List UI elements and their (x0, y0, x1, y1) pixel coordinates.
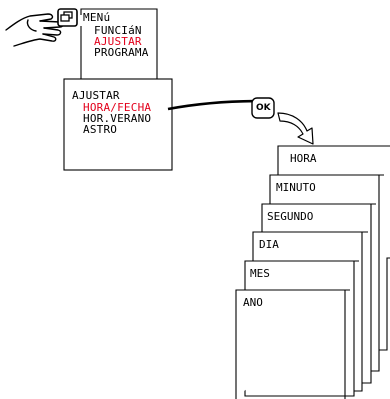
submenu-panel (63, 78, 173, 171)
submenu-item-hora-fecha[interactable]: HORA/FECHA (83, 101, 152, 114)
card-label-hora: HORA (290, 152, 317, 165)
curved-arrow-icon (277, 112, 314, 145)
menu-item-programa[interactable]: PROGRAMA (94, 46, 149, 59)
card-label-ano: ANO (243, 296, 263, 309)
card-label-segundo: SEGUNDO (267, 210, 314, 223)
card-label-mes: MES (250, 267, 270, 280)
menu-item-ajustar[interactable]: AJUSTAR (94, 35, 142, 48)
menu-panel (80, 8, 158, 79)
card-stack (235, 145, 390, 399)
menu-key-icon[interactable] (57, 8, 78, 27)
card-label-dia: DIA (259, 238, 279, 251)
pointing-hand-icon (5, 13, 64, 47)
connector-line (167, 99, 261, 111)
card-label-minuto: MINUTO (276, 181, 316, 194)
submenu-item-astro[interactable]: ASTRO (83, 123, 118, 136)
card-ano (235, 289, 350, 399)
ok-button-label: OK (256, 103, 271, 113)
menu-item-funcion[interactable]: FUNCIáN (94, 24, 142, 37)
submenu-title: AJUSTAR (72, 89, 120, 102)
submenu-item-hor-verano[interactable]: HOR.VERANO (83, 112, 152, 125)
ok-button[interactable] (251, 97, 275, 119)
menu-title: MENú (83, 11, 111, 24)
